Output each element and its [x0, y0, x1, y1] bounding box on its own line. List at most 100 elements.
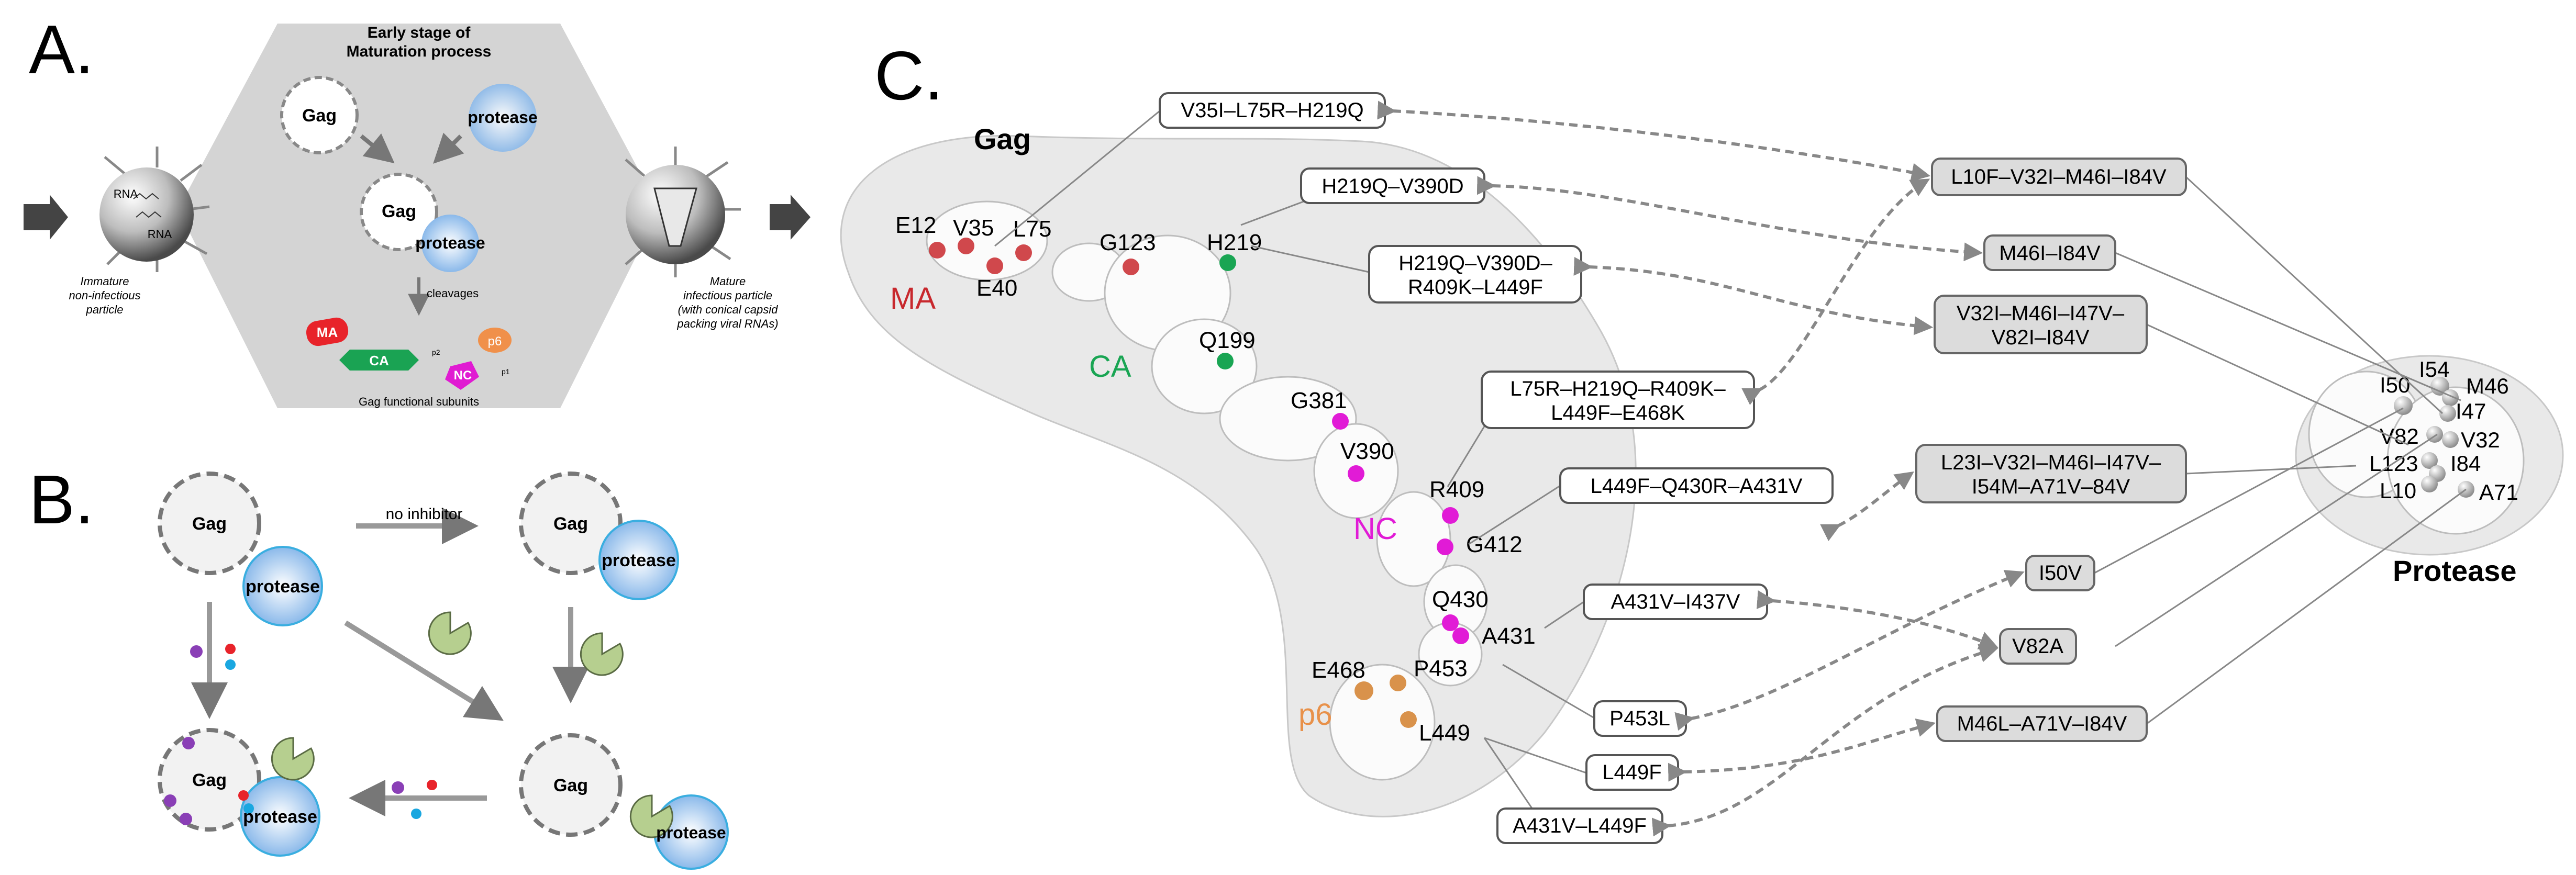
- mature-caption-1: Mature: [710, 275, 746, 288]
- pr-mut-box-3: [1934, 295, 2148, 354]
- p6-subunit-label: p6: [488, 334, 502, 349]
- mature-caption-2: infectious particle: [683, 289, 772, 302]
- domain-p6-label: p6: [1298, 698, 1333, 732]
- inhibitor-icon-diag: [428, 611, 472, 655]
- gear-b-topleft: [158, 472, 323, 626]
- gag-mut-7-text: P453L: [1609, 707, 1670, 730]
- gag-gear-icon: [280, 76, 359, 154]
- gag-protease-complex: [360, 173, 479, 272]
- nc-subunit-label: NC: [454, 368, 472, 383]
- co-mutation-arrows: [1377, 100, 2025, 837]
- p2-label: p2: [432, 348, 440, 356]
- immature-caption-1: Immature: [81, 275, 129, 288]
- nc-residues: [1332, 413, 1469, 644]
- pr-mut-4-text-a: L23I–V32I–M46I–I47V–: [1941, 451, 2161, 474]
- pr-mut-6-text: V82A: [2012, 635, 2063, 658]
- pr-res-v82: V82: [2380, 424, 2419, 448]
- pr-res-i54: I54: [2419, 357, 2449, 382]
- res-g381: G381: [1291, 388, 1347, 413]
- protease-label-top: protease: [468, 108, 537, 127]
- pr-mut-1-text: L10F–V32I–M46I–I84V: [1951, 165, 2167, 188]
- pr-mut-box-2: [1983, 234, 2116, 271]
- gag-mut-4-text-b: L449F–E468K: [1551, 401, 1685, 424]
- gag-title: Gag: [974, 122, 1031, 155]
- panel-label-b: B.: [29, 461, 94, 538]
- res-v390: V390: [1340, 439, 1394, 464]
- gag-mut-6-text: A431V–I437V: [1611, 590, 1740, 613]
- pr-mut-7-text: M46L–A71V–I84V: [1957, 712, 2127, 735]
- domain-ca-label: CA: [1089, 350, 1131, 384]
- pr-res-v32: V32: [2461, 428, 2500, 452]
- res-a431: A431: [1482, 623, 1536, 649]
- domain-nc-label: NC: [1353, 512, 1397, 546]
- p6-subunit: [478, 328, 512, 353]
- pr-res-m46: M46: [2466, 374, 2509, 398]
- immature-caption-3: particle: [86, 303, 124, 316]
- res-g412: G412: [1466, 532, 1523, 557]
- res-l75: L75: [1013, 216, 1051, 242]
- gag-mut-9-text: A431V–L449F: [1513, 814, 1647, 837]
- gag-label-top: Gag: [302, 106, 337, 126]
- pr-mut-5-text: I50V: [2039, 562, 2082, 585]
- res-v35: V35: [953, 215, 994, 241]
- gear-b-topright: [519, 472, 679, 600]
- input-arrow-icon: [24, 195, 68, 240]
- mature-caption-3: (with conical capsid: [678, 303, 779, 316]
- res-l449: L449: [1419, 720, 1470, 746]
- gag-mut-3-text-b: R409K–L449F: [1408, 276, 1543, 299]
- protease-label-b1: protease: [246, 577, 320, 597]
- mature-particle: [625, 147, 741, 277]
- res-q199: Q199: [1199, 328, 1256, 353]
- domain-ma-label: MA: [890, 282, 936, 316]
- gear-b-bottomleft: [158, 728, 320, 857]
- gag-mut-4-text-a: L75R–H219Q–R409K–: [1510, 377, 1726, 400]
- rna-label-1: RNA: [114, 187, 138, 200]
- res-p453: P453: [1414, 656, 1468, 681]
- ca-residues: [1217, 254, 1236, 369]
- panel-label-c: C.: [874, 37, 943, 114]
- gear-b-bottomright: [519, 733, 729, 870]
- arrow-b-diagonal: [344, 620, 504, 721]
- star-molecules-left: [190, 644, 236, 670]
- pr-mut-3-text-a: V32I–M46I–I47V–: [1957, 302, 2125, 325]
- pr-mut-box-4: [1915, 444, 2187, 503]
- ma-subunit-label: MA: [317, 324, 338, 340]
- no-inhibitor-label: no inhibitor: [386, 506, 463, 523]
- panel-label-a: A.: [29, 11, 94, 88]
- gag-label-b3: Gag: [192, 770, 227, 790]
- pr-res-i84: I84: [2450, 451, 2481, 476]
- stage-title-line2: Maturation process: [347, 43, 492, 60]
- gag-label-b1: Gag: [192, 514, 227, 534]
- gag-mut-3-text-a: H219Q–V390D–: [1398, 252, 1552, 275]
- gag-mut-5-text: L449F–Q430R–A431V: [1591, 475, 1803, 498]
- protease-label-b4: protease: [656, 823, 726, 842]
- star-molecules-bottom: [392, 780, 437, 819]
- gag-label-b2: Gag: [553, 514, 588, 534]
- arrow-gag-in: [360, 133, 395, 164]
- gag-mut-2-text: H219Q–V390D: [1322, 175, 1463, 198]
- res-h219: H219: [1207, 230, 1262, 255]
- res-e12: E12: [895, 212, 936, 238]
- ca-subunit: [339, 350, 419, 371]
- arrow-protease-in: [433, 132, 464, 164]
- pr-res-i47: I47: [2456, 399, 2486, 423]
- rna-label-2: RNA: [148, 228, 172, 241]
- gag-mut-8-text: L449F: [1602, 761, 1661, 784]
- pr-mut-box-5: [2025, 555, 2095, 591]
- gag-label-b4: Gag: [553, 776, 588, 795]
- immature-particle: [99, 147, 210, 272]
- pr-res-a71: A71: [2479, 480, 2518, 504]
- p1-label: p1: [502, 367, 510, 376]
- gag-mut-1-text: V35I–L75R–H219Q: [1181, 99, 1363, 122]
- subunits-caption: Gag functional subunits: [359, 395, 479, 408]
- mature-caption-4: packing viral RNAs): [676, 317, 778, 330]
- pr-mut-2-text: M46I–I84V: [1999, 242, 2101, 265]
- p6-residues: [1354, 675, 1417, 728]
- protease-label-b2: protease: [602, 551, 676, 570]
- protease-blob-icon: [469, 84, 537, 152]
- ma-subunit: [306, 317, 349, 346]
- res-e468: E468: [1312, 657, 1365, 683]
- res-q430: Q430: [1432, 587, 1489, 612]
- cleavages-label: cleavages: [427, 287, 479, 300]
